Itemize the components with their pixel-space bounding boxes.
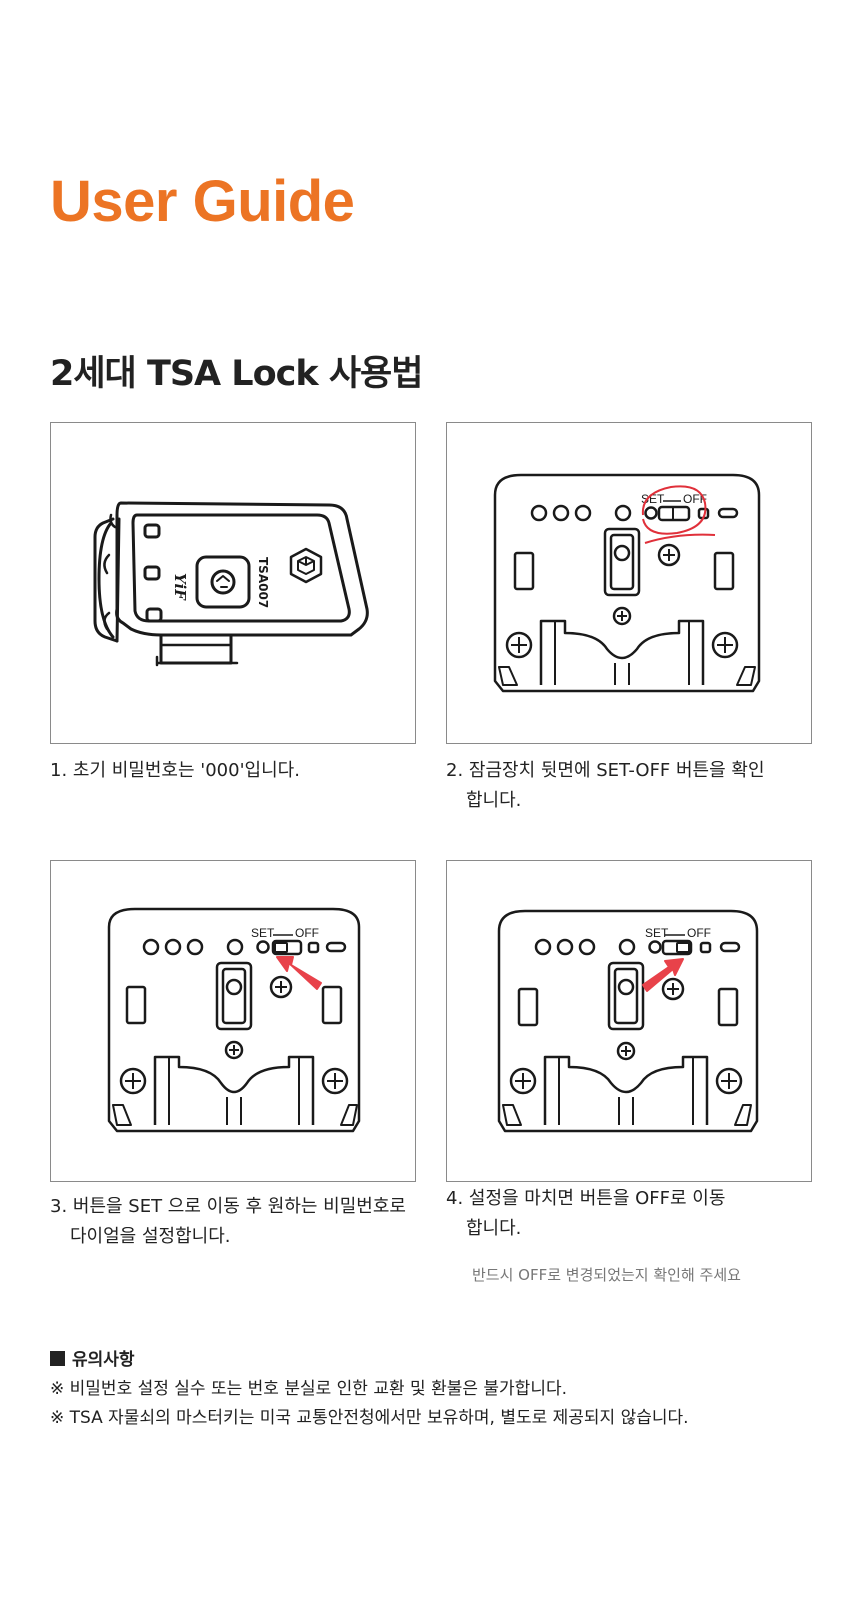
off-label: OFF — [687, 926, 711, 940]
step-4-text: 4. 설정을 마치면 버튼을 OFF로 이동 — [446, 1188, 726, 1209]
section-title: 2세대 TSA Lock 사용법 — [50, 354, 423, 394]
step-2-text: 2. 잠금장치 뒷면에 SET-OFF 버튼을 확인 — [446, 760, 765, 781]
set-switch-illustration: SET OFF — [50, 860, 416, 1182]
set-label: SET — [641, 492, 665, 506]
step-3-text-cont: 다이얼을 설정합니다. — [70, 1226, 231, 1247]
cautions-heading: 유의사항 — [72, 1350, 135, 1370]
step-2-text-cont: 합니다. — [466, 790, 522, 811]
step-4-caption: 4. 설정을 마치면 버튼을 OFF로 이동 합니다. — [446, 1184, 816, 1244]
lock-back-illustration: SET OFF — [446, 422, 812, 744]
step-1-caption: 1. 초기 비밀번호는 '000'입니다. — [50, 756, 420, 786]
lock-brand-label: YiF — [171, 573, 189, 601]
off-switch-illustration: SET OFF — [446, 860, 812, 1182]
step-2-caption: 2. 잠금장치 뒷면에 SET-OFF 버튼을 확인 합니다. — [446, 756, 816, 816]
off-label: OFF — [295, 926, 319, 940]
caution-item: ※ 비밀번호 설정 실수 또는 번호 분실로 인한 교환 및 환불은 불가합니다… — [50, 1379, 568, 1399]
step-1-text: 1. 초기 비밀번호는 '000'입니다. — [50, 760, 300, 781]
cautions-heading-row: 유의사항 — [50, 1346, 689, 1375]
step-4-text-cont: 합니다. — [466, 1218, 522, 1239]
set-label: SET — [251, 926, 275, 940]
lock-model-label: TSA007 — [256, 557, 270, 608]
step-4-note: 반드시 OFF로 변경되었는지 확인해 주세요 — [472, 1266, 741, 1284]
step-3-text: 3. 버튼을 SET 으로 이동 후 원하는 비밀번호로 — [50, 1196, 406, 1217]
square-bullet-icon — [50, 1351, 65, 1366]
set-label: SET — [645, 926, 669, 940]
cautions-section: 유의사항 ※ 비밀번호 설정 실수 또는 번호 분실로 인한 교환 및 환불은 … — [50, 1346, 689, 1433]
lock-front-illustration: YiF TSA007 — [50, 422, 416, 744]
caution-item: ※ TSA 자물쇠의 마스터키는 미국 교통안전청에서만 보유하며, 별도로 제… — [50, 1408, 689, 1428]
page-title: User Guide — [50, 169, 355, 234]
step-3-caption: 3. 버튼을 SET 으로 이동 후 원하는 비밀번호로 다이얼을 설정합니다. — [50, 1192, 420, 1252]
